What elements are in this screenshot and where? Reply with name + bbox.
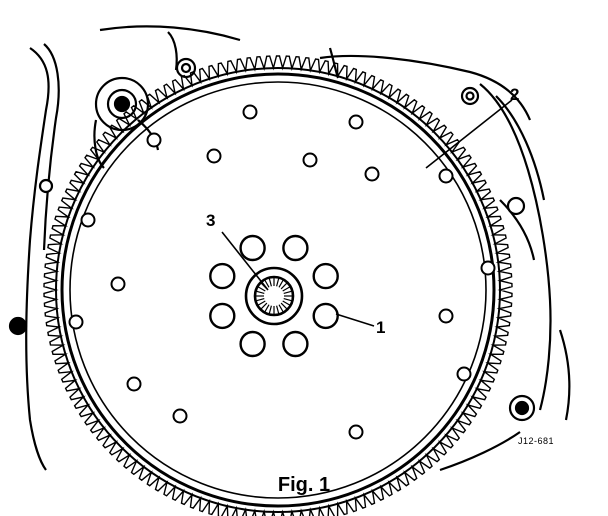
spline-tooth bbox=[257, 300, 266, 307]
crankshaft-bolt bbox=[312, 302, 339, 330]
mounting-hole bbox=[146, 132, 162, 148]
leader-2 bbox=[425, 99, 513, 169]
spline-tooth bbox=[280, 282, 288, 290]
housing-bolts bbox=[8, 57, 536, 422]
callout-3: 3 bbox=[206, 211, 215, 230]
crankshaft-bolt bbox=[209, 302, 236, 330]
leader-lines bbox=[221, 99, 513, 327]
spline-tooth bbox=[283, 298, 293, 302]
spline-tooth bbox=[282, 285, 291, 292]
flywheel-rim bbox=[69, 81, 487, 499]
crankshaft-bolt bbox=[239, 330, 266, 358]
crankshaft-bolt bbox=[312, 262, 339, 290]
ring-gear bbox=[43, 55, 513, 516]
flywheel-outer-holes bbox=[68, 104, 496, 440]
crankshaft-bolt bbox=[209, 262, 236, 290]
spline-tooth bbox=[276, 305, 280, 315]
callout-1: 1 bbox=[376, 318, 385, 337]
spline-tooth bbox=[263, 304, 270, 313]
spline-tooth bbox=[255, 290, 265, 294]
mounting-hole bbox=[242, 104, 258, 120]
spline-tooth bbox=[260, 302, 268, 310]
mounting-hole bbox=[172, 408, 188, 424]
reference-code: J12-681 bbox=[518, 436, 554, 446]
mounting-hole bbox=[456, 366, 472, 382]
mounting-hole bbox=[348, 424, 364, 440]
mounting-hole bbox=[68, 314, 84, 330]
mounting-hole bbox=[438, 308, 454, 324]
crankshaft-bolt bbox=[239, 234, 266, 262]
spline-tooth bbox=[255, 298, 265, 302]
crankshaft-bolt bbox=[282, 330, 309, 358]
figure-caption: Fig. 1 bbox=[277, 474, 331, 496]
spline-tooth bbox=[257, 285, 266, 292]
ring-gear-base bbox=[55, 67, 501, 513]
mounting-hole bbox=[110, 276, 126, 292]
leader-1 bbox=[335, 313, 375, 327]
spline-tooth bbox=[263, 279, 270, 288]
housing-outline bbox=[25, 25, 571, 472]
spline-tooth bbox=[278, 304, 285, 313]
leader-3 bbox=[221, 231, 269, 291]
spline-tooth bbox=[283, 290, 293, 294]
spline-tooth bbox=[282, 300, 291, 307]
mounting-hole bbox=[80, 212, 96, 228]
crankshaft-bolts bbox=[209, 234, 339, 358]
spline-tooth bbox=[280, 302, 288, 310]
crankshaft-bolt bbox=[282, 234, 309, 262]
mounting-hole bbox=[206, 148, 222, 164]
mounting-hole bbox=[480, 260, 496, 276]
mounting-hole bbox=[302, 152, 318, 168]
mounting-hole bbox=[348, 114, 364, 130]
flywheel-plate bbox=[60, 72, 496, 508]
mounting-hole bbox=[126, 376, 142, 392]
mounting-hole bbox=[364, 166, 380, 182]
mounting-hole bbox=[438, 168, 454, 184]
callout-2: 2 bbox=[510, 85, 519, 104]
spline-tooth bbox=[268, 305, 272, 315]
hub bbox=[244, 266, 304, 326]
spline-tooth bbox=[268, 277, 272, 287]
spline-tooth bbox=[278, 279, 285, 288]
spline-tooth bbox=[276, 277, 280, 287]
